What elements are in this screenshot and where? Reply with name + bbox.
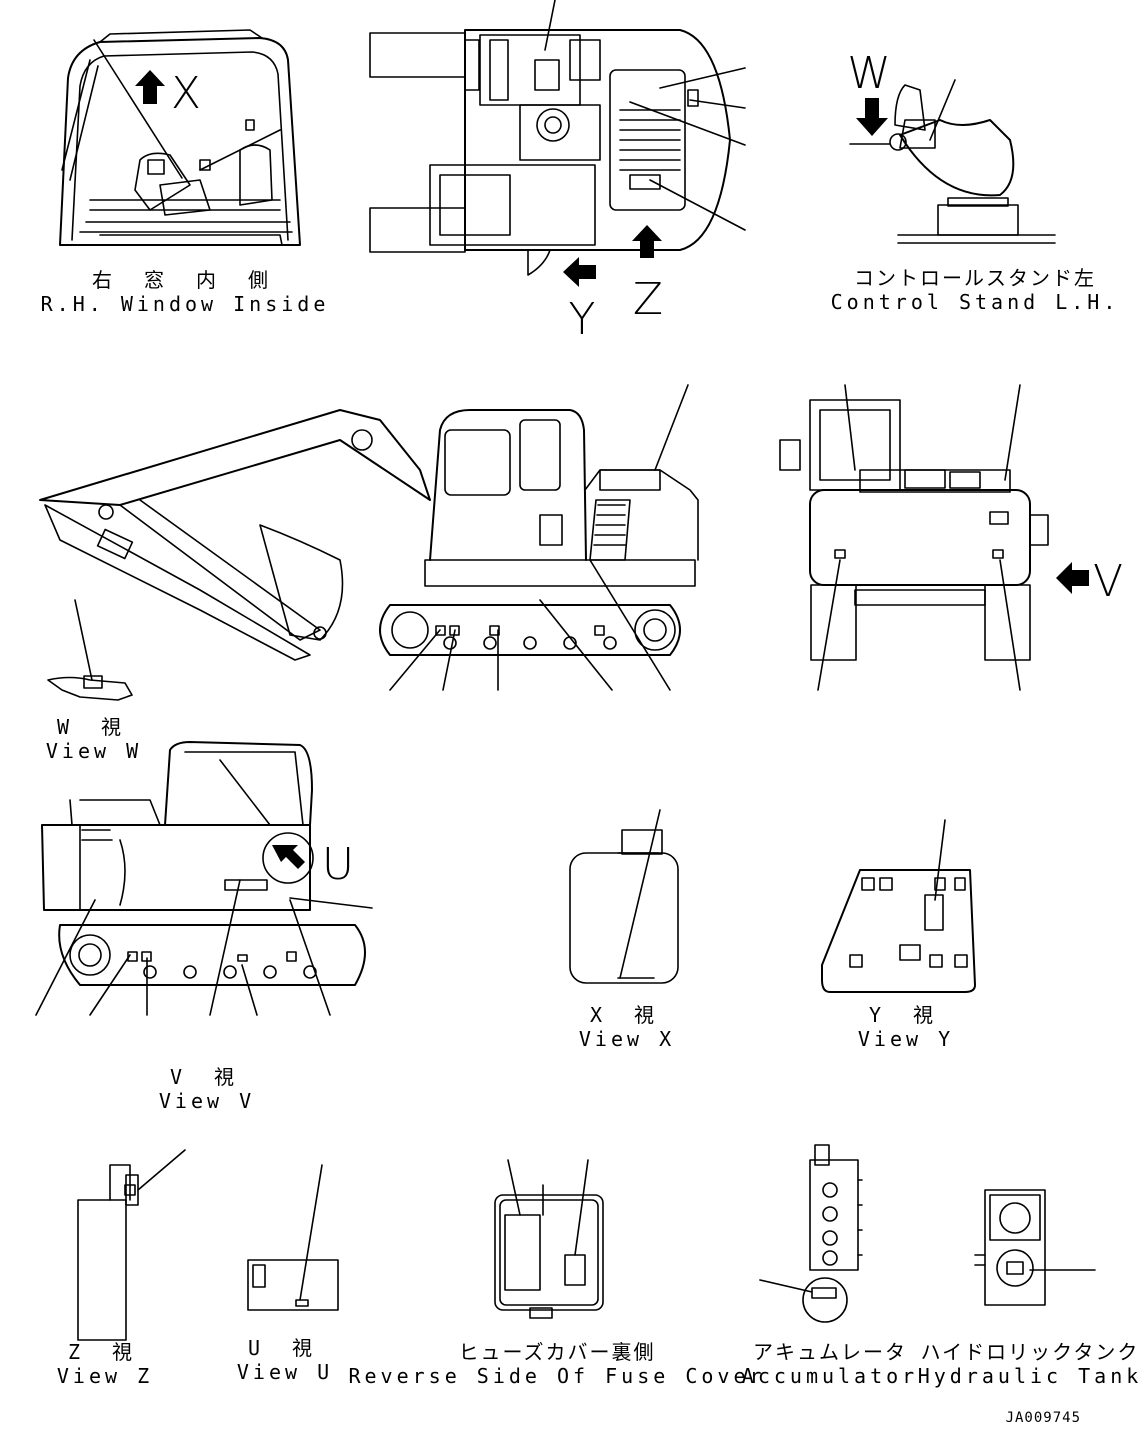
caption-view-x-en: View X bbox=[578, 1027, 676, 1051]
caption-rh-window-en: R.H. Window Inside bbox=[40, 292, 330, 316]
view-letter-x: X bbox=[170, 68, 202, 119]
caption-view-w-en: View W bbox=[45, 739, 143, 763]
caption-hydraulic-tank-jp: ハイドロリックタンク bbox=[920, 1340, 1140, 1364]
caption-view-u: U 視 View U bbox=[237, 1336, 333, 1384]
caption-view-u-jp: U 視 bbox=[247, 1336, 323, 1360]
caption-view-y: Y 視 View Y bbox=[858, 1003, 954, 1051]
caption-accumulator-en: Accumulator bbox=[741, 1364, 919, 1388]
caption-view-w-jp: W 視 bbox=[56, 715, 132, 739]
caption-view-x-jp: X 視 bbox=[589, 1003, 665, 1027]
view-letter-u: U bbox=[321, 839, 355, 890]
caption-hydraulic-tank-en: Hydraulic Tank bbox=[917, 1364, 1141, 1388]
control-stand-view bbox=[850, 80, 1055, 243]
arrow-v-marker bbox=[1056, 562, 1089, 594]
caption-view-z-en: View Z bbox=[56, 1364, 154, 1388]
caption-view-u-en: View U bbox=[236, 1360, 334, 1384]
caption-control-stand: コントロールスタンド左 Control Stand L.H. bbox=[831, 266, 1120, 314]
caption-view-w: W 視 View W bbox=[46, 715, 142, 763]
caption-accumulator: アキュムレータ Accumulator bbox=[742, 1340, 918, 1388]
view-y-detail bbox=[822, 820, 975, 992]
caption-view-x: X 視 View X bbox=[579, 1003, 675, 1051]
caption-view-z-jp: Z 視 bbox=[67, 1340, 143, 1364]
view-x-detail bbox=[570, 810, 678, 983]
caption-view-y-jp: Y 視 bbox=[868, 1003, 944, 1027]
arrow-w-marker bbox=[856, 98, 888, 136]
caption-view-v: V 視 View V bbox=[159, 1065, 255, 1113]
caption-rh-window: 右 窓 内 側 R.H. Window Inside bbox=[41, 268, 330, 316]
caption-view-z: Z 視 View Z bbox=[57, 1340, 153, 1388]
accumulator-detail bbox=[760, 1145, 862, 1322]
view-letter-y: Y bbox=[568, 294, 596, 345]
caption-fuse-cover: ヒューズカバー裏側 Reverse Side Of Fuse Cover bbox=[348, 1340, 765, 1388]
caption-accumulator-jp: アキュムレータ bbox=[752, 1340, 907, 1364]
view-w-detail bbox=[48, 600, 132, 700]
view-letter-w: W bbox=[847, 48, 891, 99]
caption-hydraulic-tank: ハイドロリックタンク Hydraulic Tank bbox=[918, 1340, 1141, 1388]
caption-control-stand-en: Control Stand L.H. bbox=[830, 290, 1120, 314]
hydraulic-tank-detail bbox=[975, 1190, 1095, 1305]
view-letter-v: V bbox=[1092, 556, 1124, 607]
caption-view-v-jp: V 視 bbox=[169, 1065, 245, 1089]
arrow-u-marker bbox=[263, 833, 313, 883]
excavator-rear-view bbox=[780, 385, 1048, 690]
cab-rh-window-view bbox=[60, 30, 300, 245]
arrow-x-marker bbox=[135, 70, 165, 104]
document-id: JA009745 bbox=[1005, 1410, 1081, 1426]
top-view-upper-structure bbox=[370, 0, 745, 275]
arrow-y-marker bbox=[563, 257, 596, 287]
caption-rh-window-jp: 右 窓 内 側 bbox=[91, 268, 279, 292]
caption-view-v-en: View V bbox=[158, 1089, 256, 1113]
view-v-detail bbox=[36, 742, 372, 1015]
fuse-cover-detail bbox=[495, 1160, 603, 1318]
caption-fuse-cover-jp: ヒューズカバー裏側 bbox=[458, 1340, 656, 1364]
arrow-z-marker bbox=[632, 225, 662, 258]
view-letter-z: Z bbox=[632, 274, 664, 325]
view-u-detail bbox=[248, 1165, 338, 1310]
caption-fuse-cover-en: Reverse Side Of Fuse Cover bbox=[348, 1364, 766, 1388]
caption-view-y-en: View Y bbox=[857, 1027, 955, 1051]
view-z-detail bbox=[78, 1150, 185, 1340]
excavator-side-view bbox=[40, 385, 698, 690]
caption-control-stand-jp: コントロールスタンド左 bbox=[854, 266, 1096, 290]
